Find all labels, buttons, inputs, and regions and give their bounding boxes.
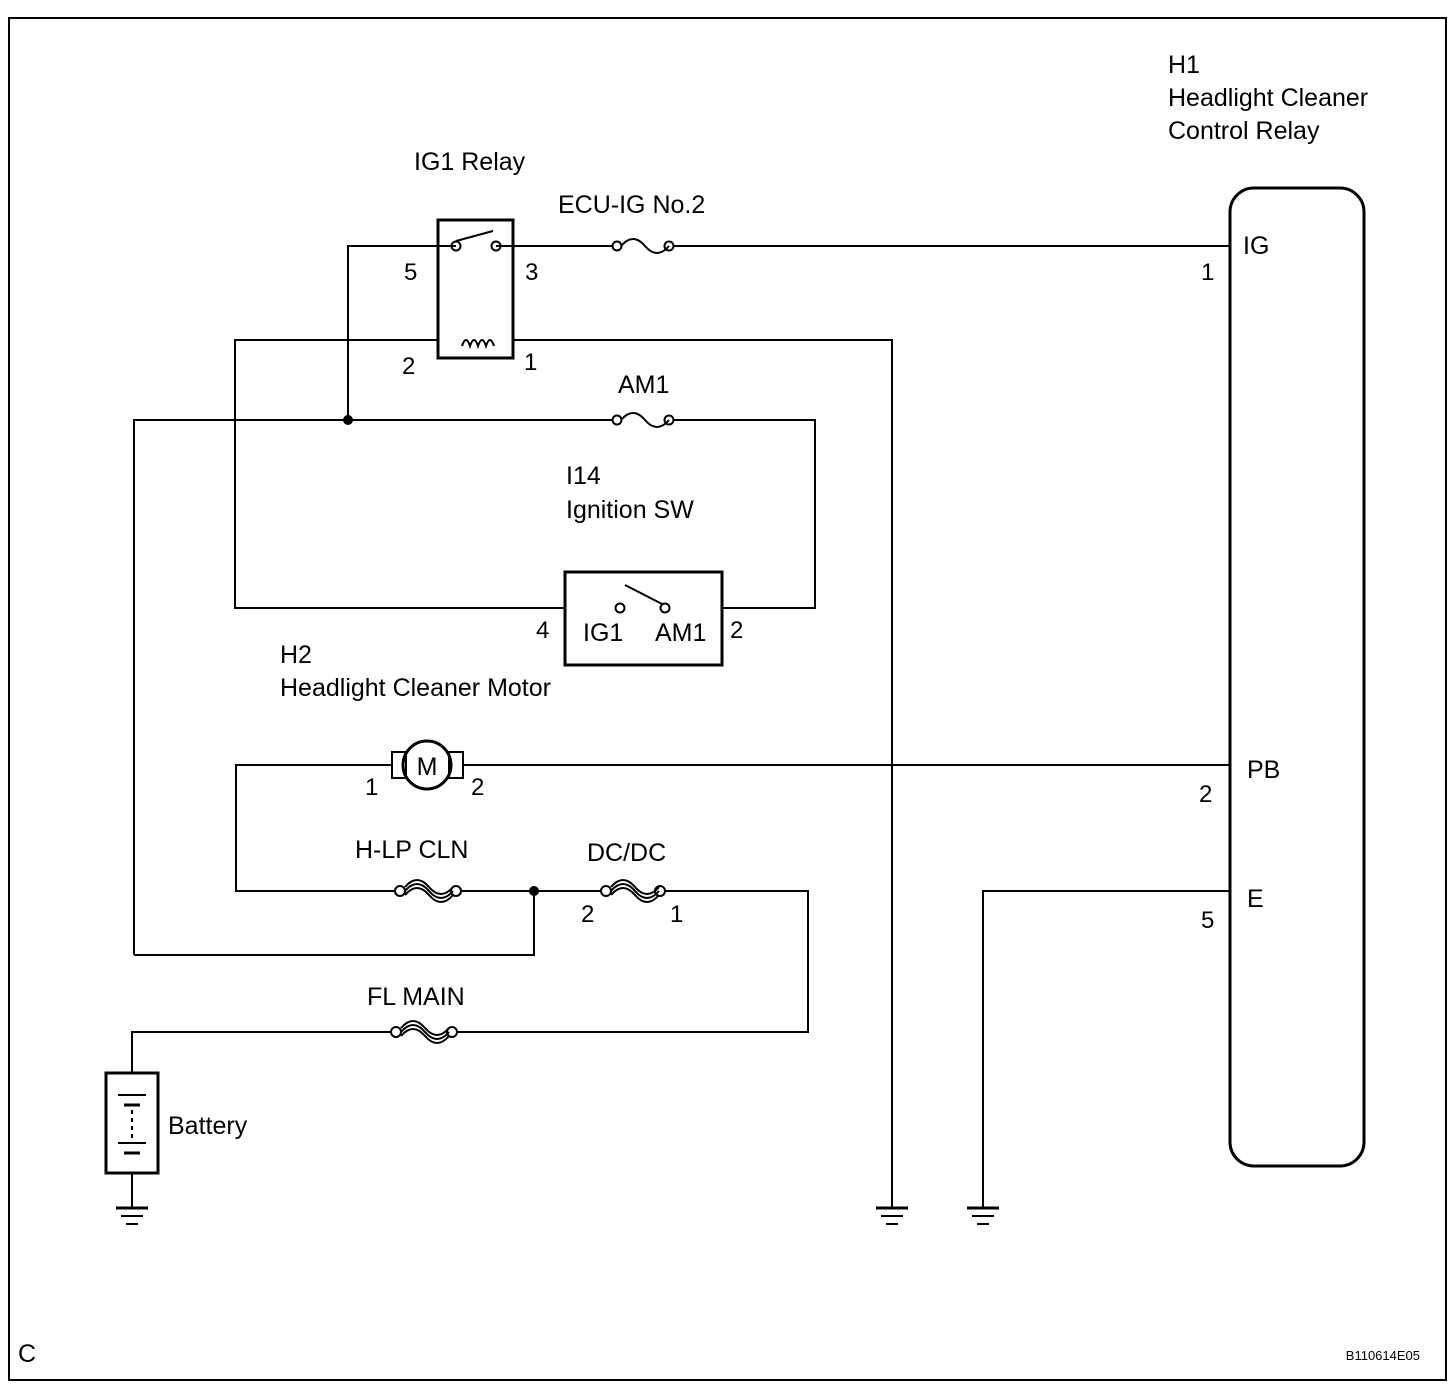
- ig1-relay-coil-icon: [461, 339, 495, 350]
- fl-main-fuse-term-left: [390, 1026, 402, 1038]
- motor-icon: [401, 739, 453, 791]
- ignition-sw-contact-am1: AM1: [655, 619, 706, 647]
- am1-fuse-term-right: [663, 414, 675, 426]
- dcdc-fuse-term-right: [654, 885, 666, 897]
- h1-terminal-pb: PB: [1247, 756, 1280, 784]
- h1-name-line1: Headlight Cleaner: [1168, 84, 1368, 112]
- ignition-sw-pin-2: 2: [730, 617, 743, 644]
- wire-relay1-to-ground: [513, 339, 893, 1208]
- fl-main-fuse-icon: [400, 1020, 450, 1044]
- ignition-sw-contact-ig1: IG1: [583, 619, 623, 647]
- hlp-cln-fuse-icon: [404, 879, 454, 903]
- battery-label: Battery: [168, 1112, 248, 1140]
- wire-dcdc-to-flmain: [456, 890, 809, 1033]
- ig1-relay-pin-2: 2: [402, 353, 415, 380]
- ig1-relay-pin-1: 1: [524, 349, 537, 376]
- ecu-ig-fuse-label: ECU-IG No.2: [558, 191, 705, 219]
- ecu-ig-fuse-icon: [620, 238, 670, 254]
- h1-name-line2: Control Relay: [1168, 117, 1320, 145]
- am1-fuse-term-left: [611, 414, 623, 426]
- ignition-sw-arm: [624, 584, 663, 605]
- dcdc-fuse-label: DC/DC: [587, 839, 666, 867]
- h1-pin-2: 2: [1199, 781, 1212, 808]
- ignition-sw-box: [563, 570, 724, 667]
- dcdc-pin-1: 1: [670, 901, 683, 928]
- corner-letter: C: [18, 1340, 36, 1368]
- wire-junction-to-am1-feed: [134, 891, 535, 956]
- wire-flmain-to-battery: [131, 1031, 391, 1073]
- motor-pin-2: 2: [471, 774, 484, 801]
- h1-code: H1: [1168, 51, 1200, 79]
- wire-motor1-to-hlpcln: [235, 764, 395, 892]
- h1-terminal-e: E: [1247, 885, 1264, 913]
- am1-fuse-label: AM1: [618, 371, 669, 399]
- hlp-cln-fuse-label: H-LP CLN: [355, 836, 468, 864]
- h1-pin-1: 1: [1201, 259, 1214, 286]
- dcdc-fuse-icon: [610, 879, 660, 903]
- ig1-relay-switch-arm: [455, 230, 494, 242]
- ignition-sw-code: I14: [566, 462, 601, 490]
- ig1-relay-pin-5: 5: [404, 259, 417, 286]
- h1-terminal-ig: IG: [1243, 232, 1269, 260]
- wire-relay2-to-ignsw4: [234, 339, 565, 609]
- fl-main-fuse-term-right: [446, 1026, 458, 1038]
- wire-am1-left: [133, 419, 612, 955]
- am1-fuse-icon: [620, 412, 670, 428]
- ig1-relay-label: IG1 Relay: [414, 148, 526, 176]
- wire-e-to-ground: [982, 890, 1230, 1208]
- ignition-sw-pin-4: 4: [536, 617, 549, 644]
- motor-symbol: M: [417, 753, 438, 781]
- h1-pin-5: 5: [1201, 907, 1214, 934]
- ig1-relay-box: [436, 218, 515, 360]
- ground-icon-battery: [116, 1206, 148, 1225]
- ig1-relay-pin-3: 3: [525, 259, 538, 286]
- ecu-ig-fuse-term-right: [663, 240, 675, 252]
- fl-main-fuse-label: FL MAIN: [367, 983, 465, 1011]
- dcdc-fuse-term-left: [600, 885, 612, 897]
- ground-icon-relay: [876, 1206, 908, 1225]
- dcdc-pin-2: 2: [581, 901, 594, 928]
- motor-pin-1: 1: [365, 774, 378, 801]
- figure-id: B110614E05: [1346, 1348, 1420, 1363]
- diagram-border: [8, 17, 1447, 1381]
- wire-relay5: [347, 245, 456, 420]
- ignition-sw-name: Ignition SW: [566, 496, 694, 524]
- battery-box: [104, 1071, 160, 1175]
- motor-code: H2: [280, 641, 312, 669]
- wire-am1-to-ignsw2: [674, 419, 816, 609]
- h1-relay-box: [1228, 186, 1366, 1168]
- hlp-cln-fuse-term-left: [394, 885, 406, 897]
- ground-icon-h1: [967, 1206, 999, 1225]
- ecu-ig-fuse-term-left: [611, 240, 623, 252]
- ignition-sw-contact-left: [614, 602, 626, 614]
- motor-name: Headlight Cleaner Motor: [280, 674, 551, 702]
- ignition-sw-contact-right: [659, 602, 671, 614]
